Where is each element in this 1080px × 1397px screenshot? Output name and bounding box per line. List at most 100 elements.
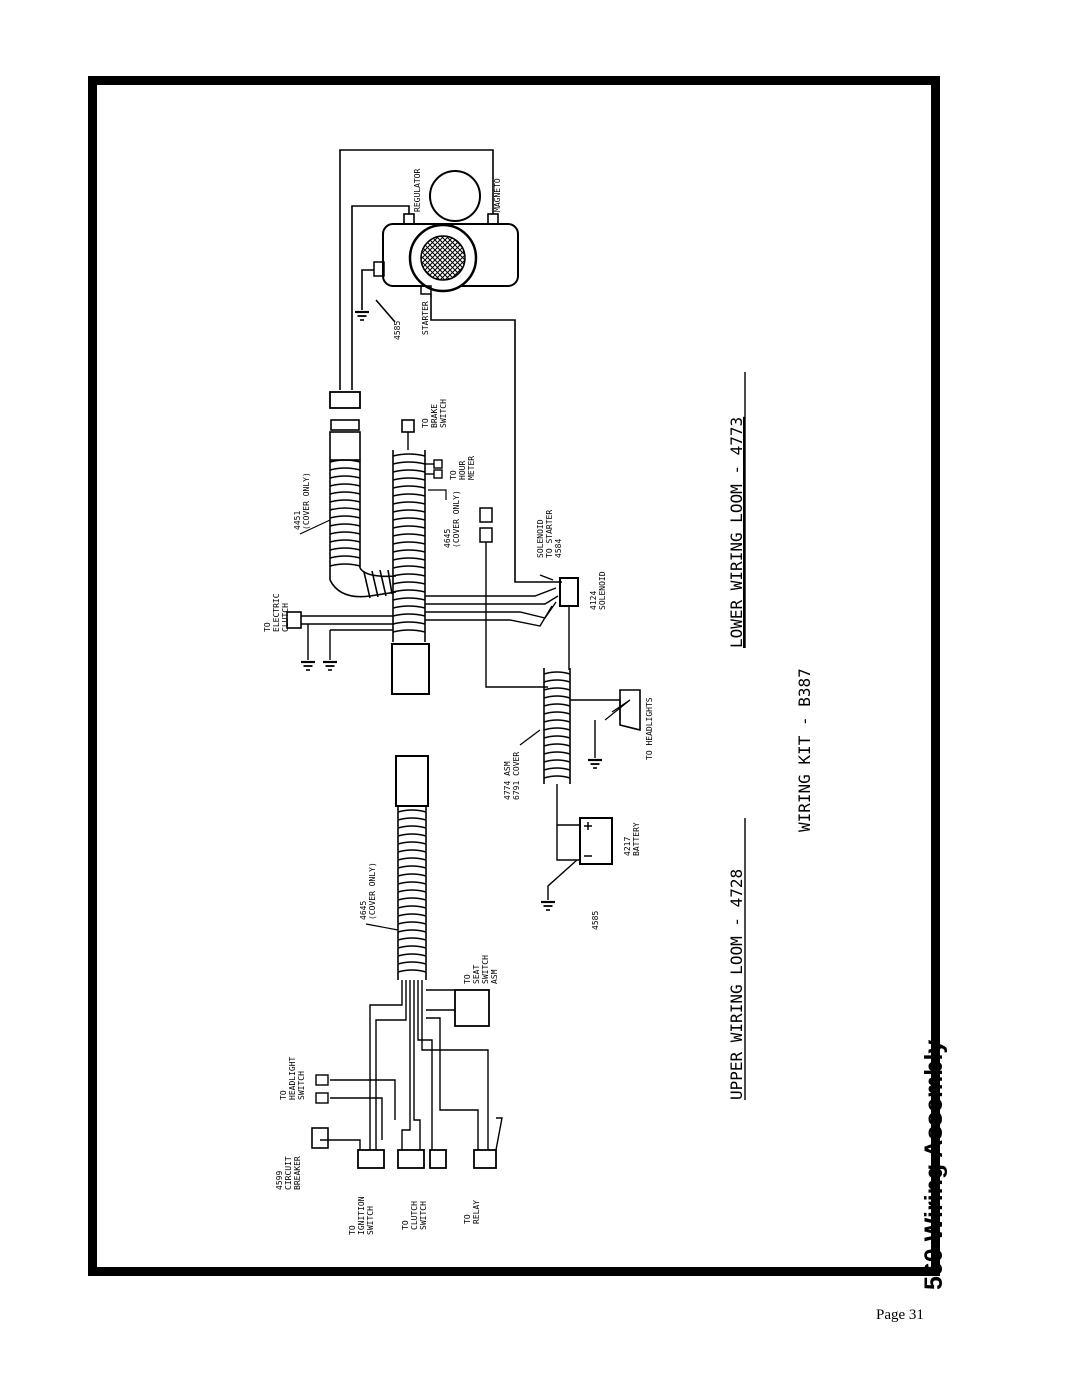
seat-switch-label-line: SEAT — [472, 965, 481, 984]
clutch-wires — [301, 615, 393, 660]
coil-4645-upper — [395, 755, 429, 980]
lower-loom-title: LOWER WIRING LOOM - 4773 — [727, 417, 746, 648]
leader-line — [519, 729, 541, 746]
seat-switch-label: TO SEAT SWITCH ASM — [463, 950, 499, 984]
relay-wire — [495, 1117, 503, 1151]
seat-switch-connector — [454, 989, 490, 1027]
relay-connector — [473, 1149, 497, 1169]
headlights-label: TO HEADLIGHTS — [645, 697, 654, 760]
coil-4451 — [329, 431, 397, 599]
solenoid-to-starter-label: SOLENOID TO STARTER 4584 — [536, 505, 563, 558]
ground-icon — [353, 310, 371, 322]
battery-label: 4217 BATTERY — [623, 822, 641, 856]
page-title: 560 Wiring Assembly — [920, 1039, 948, 1290]
ground-icon — [586, 758, 604, 770]
electric-clutch-label-line: TO — [263, 622, 272, 632]
circuit-breaker-label-line: 4599 — [275, 1171, 284, 1190]
solenoid-starter-label-line: TO STARTER — [545, 510, 554, 558]
regulator-label: REGULATOR — [413, 168, 422, 212]
circuit-breaker-label: 4599 CIRCUIT BREAKER — [275, 1151, 302, 1190]
brake-switch-label-line: BRAKE — [430, 404, 439, 428]
ignition-switch-connector — [357, 1149, 385, 1169]
ground-4585-label: 4585 — [591, 911, 600, 930]
ignition-switch-label-line: IGNITION — [357, 1196, 366, 1235]
brake-switch-label: TO BRAKE SWITCH — [421, 399, 448, 428]
starter-label: STARTER — [421, 301, 430, 335]
ignition-switch-label-line: TO — [348, 1225, 357, 1235]
upper-loom-wires — [320, 980, 489, 1150]
solenoid-starter-label-line: SOLENOID — [536, 519, 545, 558]
brake-switch-connector — [401, 419, 415, 433]
loom-connector — [330, 419, 360, 431]
clutch-switch-label-line: TO — [401, 1220, 410, 1230]
cover-4451-label-line: (COVER ONLY) — [302, 472, 311, 530]
circuit-breaker-label-line: CIRCUIT — [284, 1156, 293, 1190]
cover-4774-label: 4774 ASM 6791 COVER — [503, 752, 521, 800]
ground-icon — [321, 660, 339, 672]
headlight-switch-connector — [315, 1092, 329, 1104]
cover-4451-label: 4451 (COVER ONLY) — [293, 472, 311, 530]
brake-switch-label-line: TO — [421, 418, 430, 428]
hour-meter-label-line: TO — [449, 470, 458, 480]
headlight-switch-label-line: TO — [279, 1090, 288, 1100]
cover-4645-label-line: (COVER ONLY) — [452, 490, 461, 548]
ground-icon — [539, 900, 557, 912]
clutch-switch-label: TO CLUTCH SWITCH — [401, 1196, 428, 1230]
brake-switch-label-line: SWITCH — [439, 399, 448, 428]
circuit-breaker — [311, 1127, 329, 1149]
coil-4645-lower — [391, 450, 430, 695]
electric-clutch-label-line: CLUTCH — [281, 603, 290, 632]
solenoid — [559, 577, 579, 607]
cover-4774-label-line: 4774 ASM — [503, 761, 512, 800]
connector — [479, 527, 493, 543]
headlight-switch-label-line: SWITCH — [297, 1071, 306, 1100]
leader-line — [365, 923, 399, 931]
wiring-kit-title: WIRING KIT - B387 — [795, 668, 814, 832]
circuit-breaker-label-line: BREAKER — [293, 1156, 302, 1190]
cover-4645-label-line: (COVER ONLY) — [368, 862, 377, 920]
headlight-wires — [604, 699, 631, 721]
ground-icon — [299, 660, 317, 672]
meter-wires — [407, 432, 434, 475]
engine-assembly — [373, 170, 519, 295]
hour-meter-connector — [433, 459, 443, 469]
hour-meter-label-line: HOUR — [458, 461, 467, 480]
electric-clutch-label: TO ELECTRIC CLUTCH — [263, 589, 290, 632]
clutch-switch-connector — [429, 1149, 447, 1169]
headlight-switch-label: TO HEADLIGHT SWITCH — [279, 1052, 306, 1100]
cover-4645-lower-label: 4645 (COVER ONLY) — [443, 490, 461, 548]
ground-4585-label: 4585 — [393, 321, 402, 340]
cover-4645-label-line: 4645 — [359, 901, 368, 920]
cover-4451-label-line: 4451 — [293, 511, 302, 530]
solenoid-starter-label-line: 4584 — [554, 539, 563, 558]
diagram-frame — [88, 76, 940, 1276]
page-number: Page 31 — [876, 1307, 924, 1323]
battery-label-line: BATTERY — [632, 822, 641, 856]
leader-line — [428, 489, 447, 500]
clutch-switch-label-line: CLUTCH — [410, 1201, 419, 1230]
upper-loom-title: UPPER WIRING LOOM - 4728 — [727, 869, 746, 1100]
electric-clutch-label-line: ELECTRIC — [272, 593, 281, 632]
battery — [579, 817, 613, 865]
clutch-switch-connector — [397, 1149, 425, 1169]
relay-label-line: TO — [463, 1214, 472, 1224]
hour-meter-label-line: METER — [467, 456, 476, 480]
hour-meter-label: TO HOUR METER — [449, 456, 476, 480]
electric-clutch-connector — [286, 611, 302, 629]
ignition-switch-label: TO IGNITION SWITCH — [348, 1192, 375, 1235]
relay-label: TO RELAY — [463, 1200, 481, 1224]
seat-switch-label-line: TO — [463, 974, 472, 984]
battery-wires — [547, 699, 621, 900]
hour-meter-connector — [433, 469, 443, 479]
battery-label-line: 4217 — [623, 837, 632, 856]
loom-connector — [329, 391, 361, 409]
ignition-switch-label-line: SWITCH — [366, 1206, 375, 1235]
headlight-switch-connector — [315, 1074, 329, 1086]
cover-4645-upper-label: 4645 (COVER ONLY) — [359, 862, 377, 920]
coil-4774 — [543, 668, 571, 784]
solenoid-label: 4124 SOLENOID — [589, 571, 607, 610]
cover-4774-label-line: 6791 COVER — [512, 752, 521, 800]
solenoid-wires — [425, 542, 570, 688]
connector — [479, 507, 493, 523]
